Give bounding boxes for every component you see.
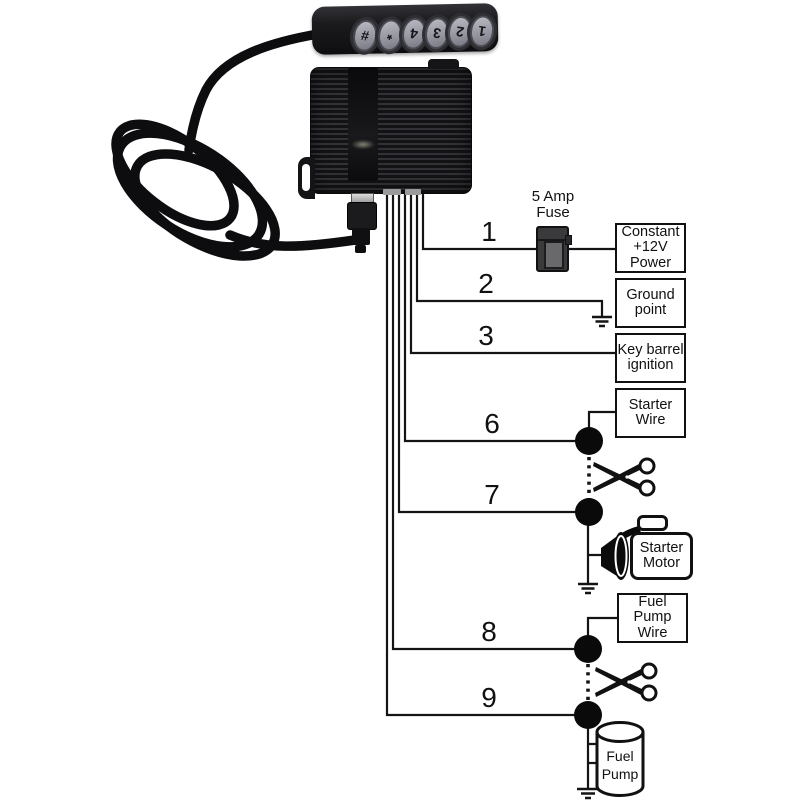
wire-6	[403, 192, 589, 443]
wire-number-8: 8	[481, 616, 497, 647]
fuse-icon	[536, 226, 572, 272]
keypad-button-hash: #	[350, 18, 380, 54]
starter-motor-label: Starter Motor	[630, 532, 693, 580]
control-module-photo	[298, 59, 472, 253]
label-line: point	[634, 302, 667, 318]
label-box-starter-wire: Starter Wire	[615, 388, 686, 438]
wire-3	[409, 192, 615, 355]
label-line: Pump	[601, 765, 639, 782]
cable-connector-body	[347, 202, 377, 230]
label-line: Starter	[628, 396, 673, 413]
junction-dot-8	[574, 635, 602, 663]
label-line: Wire	[637, 624, 668, 641]
wire-9	[385, 192, 588, 717]
label-box-ground-point: Ground point	[615, 278, 686, 328]
strap-glint	[351, 140, 375, 149]
wire-2	[415, 192, 604, 317]
wire-number-7: 7	[484, 479, 500, 510]
scissors-icon-fuel	[593, 662, 658, 702]
wire-exit-block	[383, 189, 401, 195]
label-box-key-barrel: Key barrel ignition	[615, 333, 686, 383]
label-line: Wire	[635, 412, 666, 428]
label-line: +12V	[633, 239, 668, 256]
junction-dot-7	[575, 498, 603, 526]
keypad-photo: # * 4 3 2 1	[311, 3, 499, 55]
cable-connector-tip	[355, 245, 366, 253]
keypad-button-star: *	[375, 17, 405, 53]
ground-symbol-starter	[578, 582, 598, 595]
fuse-label-line2: Fuse	[536, 204, 570, 221]
label-line: Power	[629, 254, 672, 271]
keypad-button-label: 2	[454, 23, 466, 41]
fuel-pump-icon	[595, 721, 645, 797]
fuel-pump-label: Fuel Pump	[598, 748, 642, 783]
cable-connector-plug	[352, 228, 370, 245]
label-line: Ground	[626, 286, 675, 303]
label-line: Motor	[642, 555, 681, 571]
wire-8	[391, 192, 588, 651]
keypad-button-label: 1	[476, 22, 488, 40]
fuse-label-line1: 5 Amp	[531, 188, 575, 205]
fuse-nub	[565, 235, 572, 245]
module-top-tab	[428, 59, 459, 69]
wire-exit-block	[405, 189, 421, 195]
wire-number-6: 6	[484, 408, 500, 439]
fuse-label: 5 Amp Fuse	[527, 189, 579, 221]
junction-dot-6	[575, 427, 603, 455]
label-box-fuel-pump-wire: Fuel Pump Wire	[617, 593, 688, 643]
keypad-button-1: 1	[467, 13, 497, 49]
keypad-button-label: 4	[409, 25, 420, 43]
label-line: Key barrel	[617, 341, 684, 358]
fuse-window	[544, 241, 564, 269]
label-line: Starter	[639, 539, 684, 556]
wire-7	[397, 192, 589, 514]
wire-number-9: 9	[481, 682, 497, 713]
wire-number-1: 1	[481, 216, 497, 247]
label-line: Fuel Pump	[633, 593, 672, 626]
label-line: Fuel	[606, 748, 634, 764]
junction-dot-9	[574, 701, 602, 729]
module-strap	[348, 68, 378, 181]
keypad-button-label: 3	[432, 24, 443, 42]
ground-symbol-fuel-pump	[577, 787, 599, 800]
wire-1	[421, 192, 615, 251]
keypad-button-label: *	[386, 26, 395, 44]
starter-motor-icon	[601, 525, 641, 580]
module-mount-tab	[298, 157, 315, 199]
wire-number-2: 2	[478, 268, 494, 299]
fuse-cap	[538, 239, 567, 241]
wire-number-3: 3	[478, 320, 494, 351]
mount-tab-hole	[302, 164, 310, 191]
keypad-button-label: #	[360, 27, 371, 45]
keypad-cable	[111, 29, 360, 261]
ground-symbol-wire2	[592, 315, 612, 328]
label-line: ignition	[627, 357, 674, 373]
scissors-icon-starter	[591, 457, 656, 497]
label-box-constant-power: Constant +12V Power	[615, 223, 686, 273]
label-line: Constant	[621, 223, 680, 240]
starter-motor-solenoid	[637, 515, 668, 531]
